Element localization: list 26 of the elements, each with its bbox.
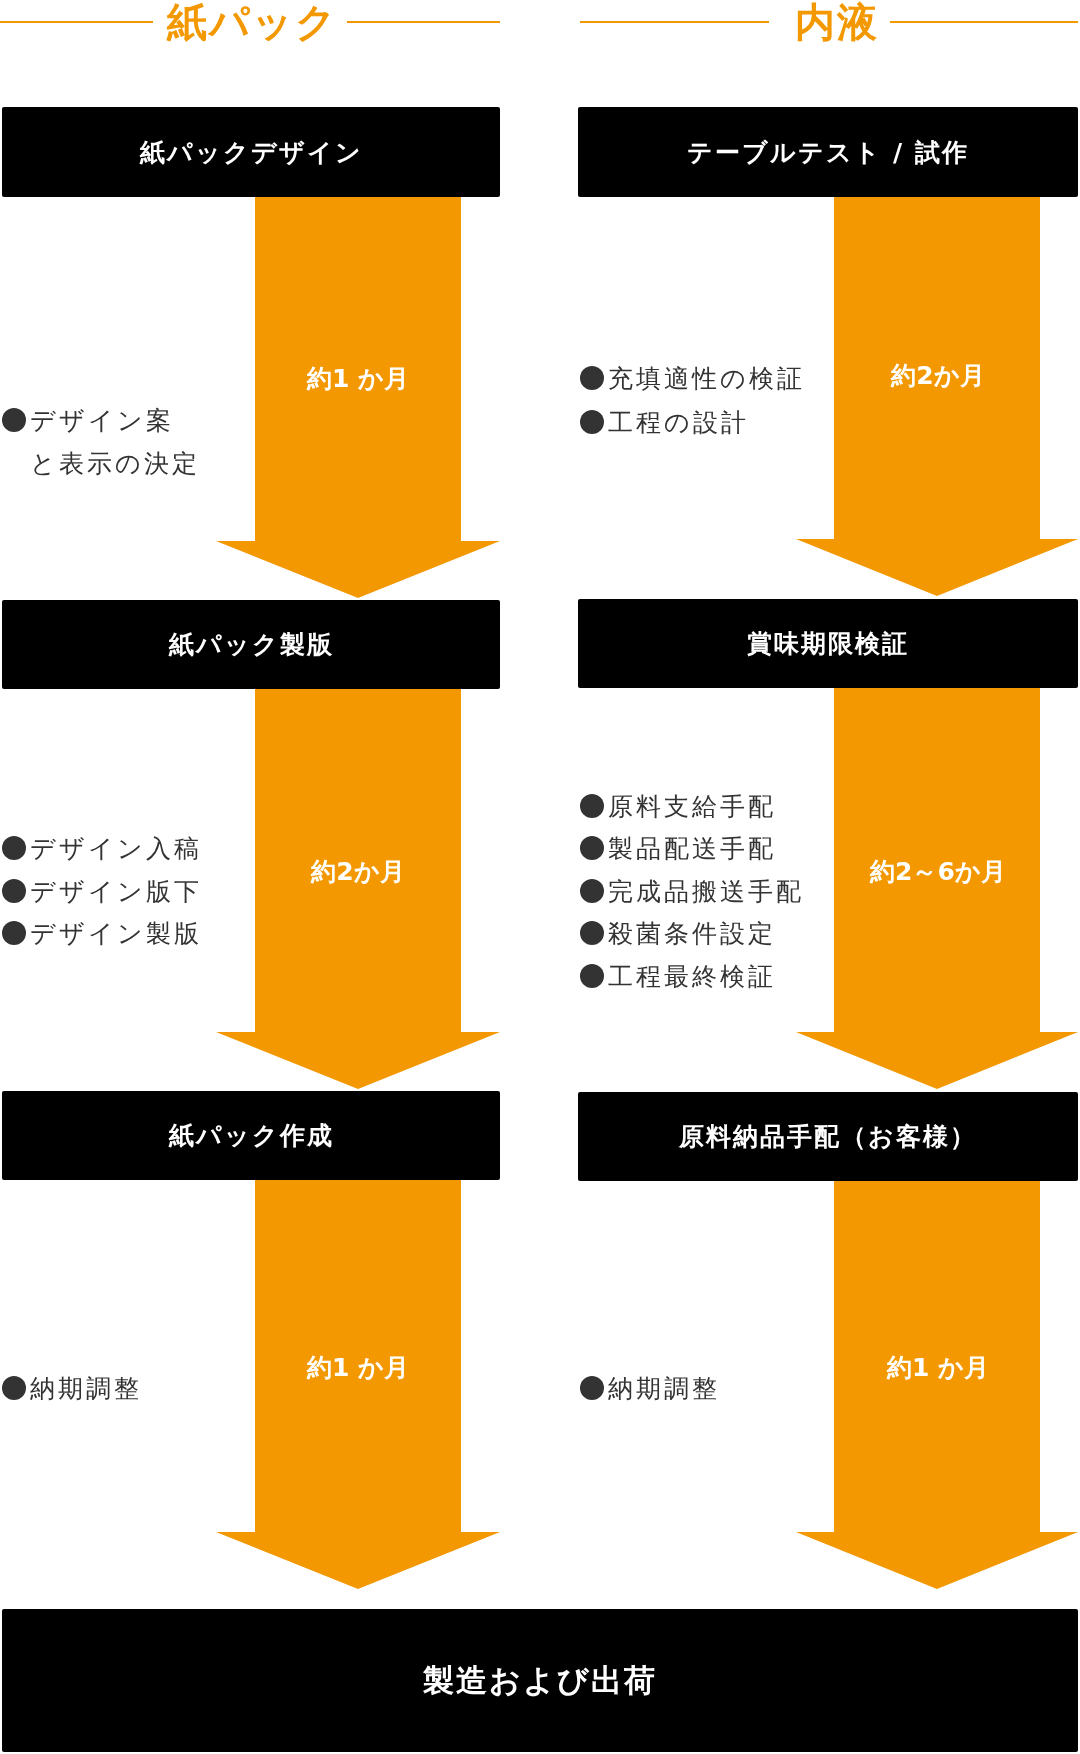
block-arrow (796, 1181, 1078, 1589)
step-box: 原料納品手配（お客様） (578, 1092, 1078, 1181)
step-box: テーブルテスト / 試作 (578, 107, 1078, 197)
block-arrow (216, 197, 500, 598)
list-item-text: 充填適性の検証 (608, 363, 805, 395)
list-item-text: デザイン版下 (30, 876, 202, 908)
step-box: 紙パックデザイン (2, 107, 500, 197)
list-item-text: 工程最終検証 (608, 961, 776, 993)
step-box: 賞味期限検証 (578, 599, 1078, 688)
step-box: 紙パック作成 (2, 1091, 500, 1180)
step-box: 紙パック製版 (2, 600, 500, 689)
list-item-text: 完成品搬送手配 (608, 876, 804, 908)
block-arrow (216, 689, 500, 1089)
block-arrow (796, 688, 1078, 1089)
block-arrow (216, 1180, 500, 1589)
list-item-text: 原料支給手配 (608, 791, 776, 823)
list-item-text: デザイン案と表示の決定 (30, 405, 201, 480)
list-item-text: デザイン製版 (30, 918, 202, 950)
list-item-text: 工程の設計 (608, 407, 749, 439)
list-item-text: 製品配送手配 (608, 833, 776, 865)
list-item-text: 納期調整 (608, 1373, 720, 1405)
final-step-box: 製造および出荷 (2, 1609, 1078, 1752)
list-item-text: 殺菌条件設定 (608, 918, 776, 950)
list-item-text: 納期調整 (30, 1373, 142, 1405)
block-arrow (796, 197, 1078, 596)
list-item-text: デザイン入稿 (30, 833, 202, 865)
